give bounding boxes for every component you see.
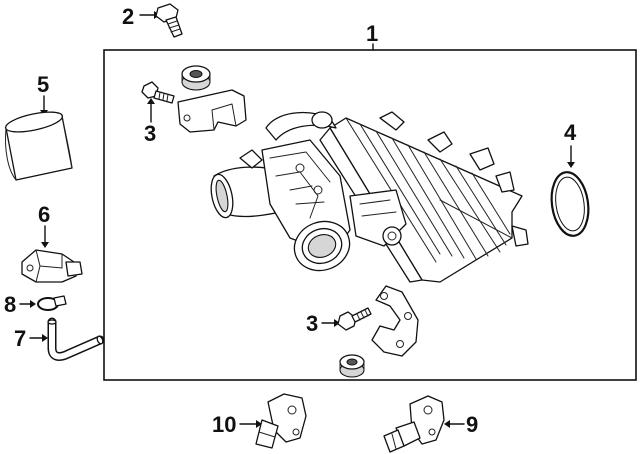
callout-8[interactable]: 8 bbox=[4, 292, 36, 317]
upper-grommet[interactable] bbox=[181, 65, 211, 91]
callout-1[interactable]: 1 bbox=[366, 21, 378, 51]
part-10-sensor[interactable] bbox=[255, 393, 307, 449]
callout-7-label: 7 bbox=[14, 326, 26, 351]
callout-6[interactable]: 6 bbox=[38, 202, 50, 248]
callout-3-lower-label: 3 bbox=[306, 311, 318, 336]
callout-10-label: 10 bbox=[212, 412, 236, 437]
callout-7-arrowhead bbox=[42, 334, 48, 342]
callout-4[interactable]: 4 bbox=[564, 120, 577, 168]
part-4-o-ring[interactable] bbox=[548, 170, 593, 238]
callout-4-label: 4 bbox=[564, 120, 577, 145]
part-8-clamp[interactable] bbox=[37, 295, 67, 311]
part-5-cylinder[interactable] bbox=[4, 108, 73, 181]
lower-bracket[interactable] bbox=[371, 285, 419, 357]
callout-5-label: 5 bbox=[37, 72, 49, 97]
intercooler-assembly[interactable] bbox=[208, 111, 529, 283]
callout-5[interactable]: 5 bbox=[37, 72, 49, 116]
callout-3-upper[interactable]: 3 bbox=[144, 98, 156, 146]
part-2-bolt[interactable] bbox=[155, 3, 183, 38]
callout-7[interactable]: 7 bbox=[14, 326, 48, 351]
callout-2[interactable]: 2 bbox=[122, 4, 160, 29]
callout-3-upper-label: 3 bbox=[144, 121, 156, 146]
callout-3-lower-arrowhead bbox=[334, 319, 340, 327]
callout-9-label: 9 bbox=[466, 412, 478, 437]
assembly-frame bbox=[103, 49, 637, 381]
part-6-sensor[interactable] bbox=[21, 249, 83, 283]
callout-6-arrowhead bbox=[41, 242, 49, 248]
callout-2-label: 2 bbox=[122, 4, 134, 29]
callout-9[interactable]: 9 bbox=[444, 412, 478, 437]
callout-6-label: 6 bbox=[38, 202, 50, 227]
callout-10[interactable]: 10 bbox=[212, 412, 262, 437]
part-7-hose[interactable] bbox=[47, 317, 105, 361]
callout-8-label: 8 bbox=[4, 292, 16, 317]
upper-bracket[interactable] bbox=[177, 89, 247, 133]
lower-grommet[interactable] bbox=[339, 354, 365, 378]
part-3-lower-bolt[interactable] bbox=[337, 307, 372, 331]
callout-10-arrowhead bbox=[256, 420, 262, 428]
callout-3-lower[interactable]: 3 bbox=[306, 311, 340, 336]
callout-1-label: 1 bbox=[366, 21, 378, 46]
callout-3-upper-arrowhead bbox=[147, 98, 155, 104]
cooling-fins bbox=[359, 123, 511, 260]
part-9-sensor[interactable] bbox=[383, 395, 445, 453]
callout-4-arrowhead bbox=[567, 162, 575, 168]
callout-9-arrowhead bbox=[444, 420, 450, 428]
callout-8-arrowhead bbox=[30, 300, 36, 308]
part-3-upper-bolt[interactable] bbox=[141, 81, 175, 104]
